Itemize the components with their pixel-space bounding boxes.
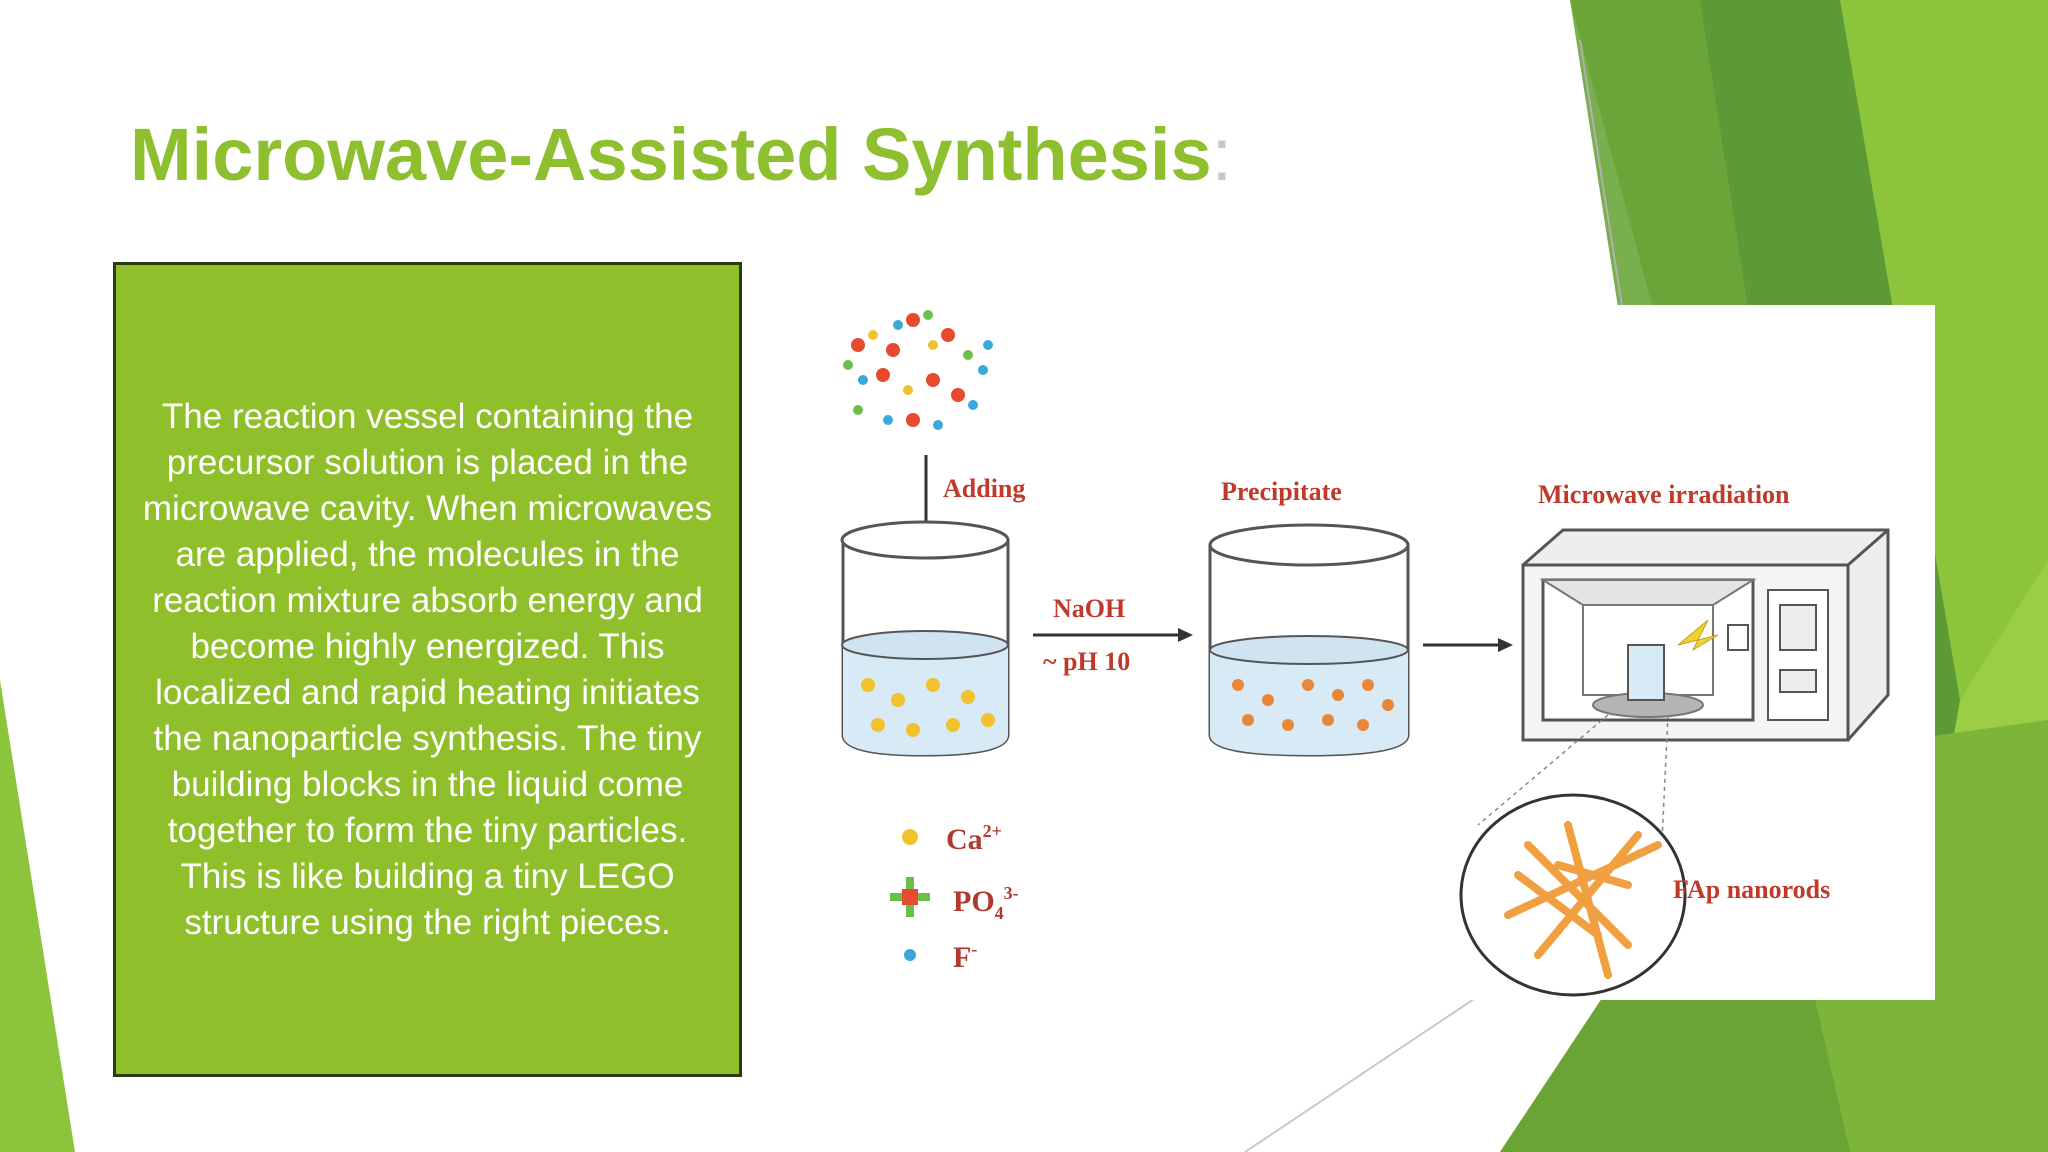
description-box: The reaction vessel containing the precu… (113, 262, 742, 1077)
beaker-2 (1208, 523, 1410, 757)
label-adding: Adding (943, 474, 1025, 503)
title-text: Microwave-Assisted Synthesis (130, 113, 1212, 196)
label-precipitate: Precipitate (1221, 477, 1342, 506)
legend-f-marker (904, 949, 916, 961)
legend-ca: Ca2+ (946, 821, 1002, 856)
legend-ca-marker (902, 829, 918, 845)
diagram-svg: Adding NaOH ~ pH 10 Precipitate (840, 310, 1890, 997)
beaker-1 (840, 520, 1010, 757)
description-text: The reaction vessel containing the precu… (142, 396, 713, 942)
label-nanorods: FAp nanorods (1673, 875, 1830, 904)
ion-cloud (843, 310, 993, 430)
label-naoh: NaOH (1053, 594, 1125, 623)
label-ph: ~ pH 10 (1043, 647, 1130, 676)
synthesis-diagram: Adding NaOH ~ pH 10 Precipitate (838, 305, 1935, 1000)
nanorods-zoom (1459, 793, 1687, 997)
legend-po4-marker (890, 877, 930, 917)
label-microwave: Microwave irradiation (1538, 480, 1790, 509)
slide-title: Microwave-Assisted Synthesis: (130, 112, 1232, 197)
legend-f: F- (953, 939, 977, 974)
microwave-oven (1521, 528, 1890, 742)
legend: Ca2+ PO43- F- (890, 821, 1019, 974)
title-colon: : (1211, 113, 1233, 196)
legend-po4: PO43- (953, 883, 1019, 923)
